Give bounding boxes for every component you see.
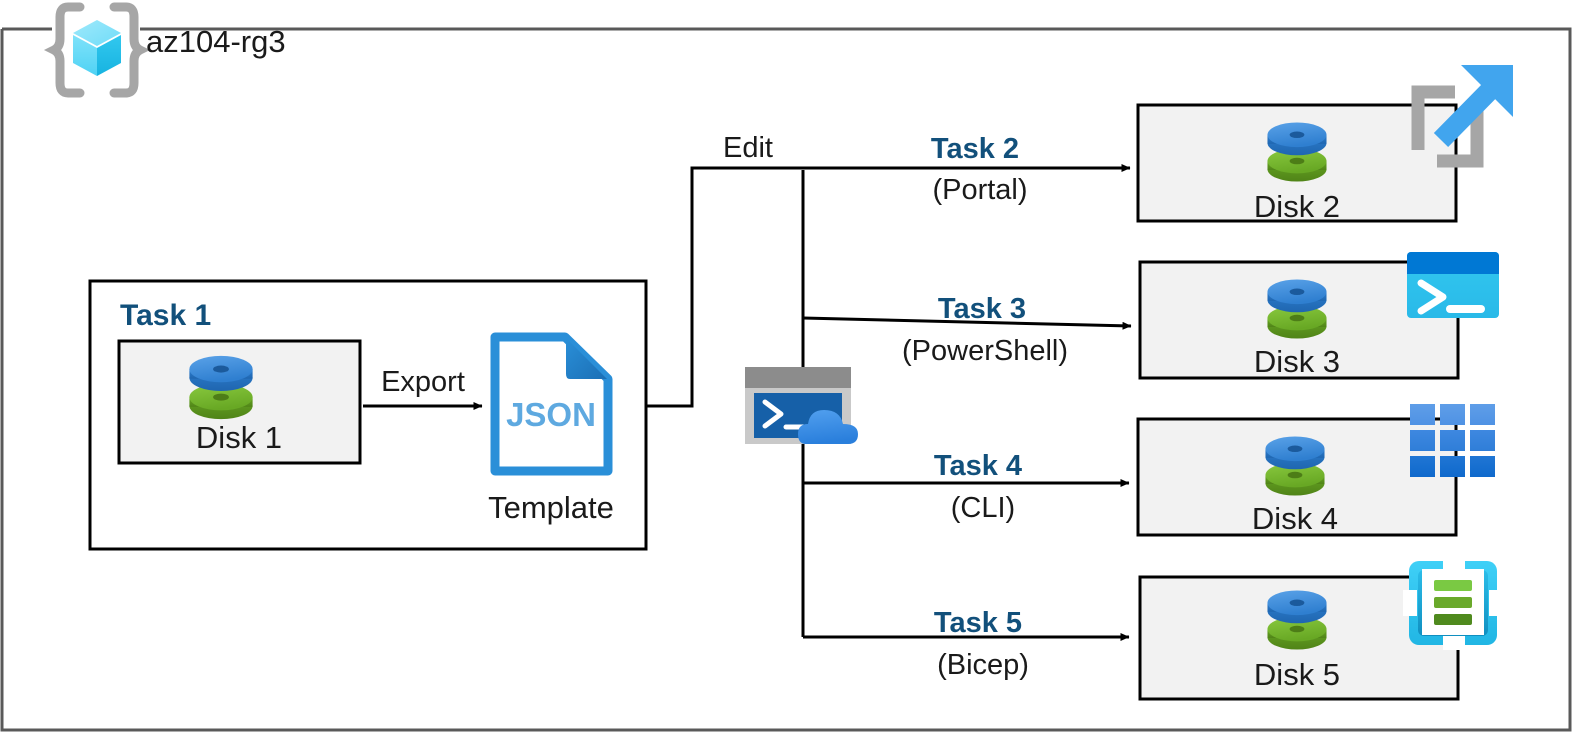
resource-group-container [0,27,1572,732]
task2-method: (Portal) [932,174,1027,206]
disk1-box: Disk 1 [117,339,362,465]
branch-task4: Task 4 (CLI) [803,450,1130,524]
task3-label: Task 3 [938,293,1026,325]
branch-task5: Task 5 (Bicep) [803,607,1130,681]
azure-cli-icon [1410,404,1495,477]
task1-heading: Task 1 [120,299,211,332]
task1-group [88,279,648,551]
task4-label: Task 4 [934,450,1022,482]
disk3-label: Disk 3 [1254,344,1340,379]
disk4-box: Disk 4 [1136,417,1458,537]
task2-label: Task 2 [931,133,1019,165]
bicep-icon [1403,556,1503,650]
task5-label: Task 5 [934,607,1022,639]
edit-label: Edit [723,132,773,164]
powershell-icon [1407,252,1499,318]
json-file-icon: JSON [490,332,613,476]
edit-connector [646,166,1130,637]
branch-task2: Task 2 (Portal) [803,133,1131,206]
disk2-label: Disk 2 [1254,189,1340,224]
task5-method: (Bicep) [937,649,1029,681]
disk2-box: Disk 2 [1136,103,1458,224]
cloud-shell-icon [745,367,858,444]
resource-group-name: az104-rg3 [146,24,286,59]
azure-portal-icon [1411,65,1513,168]
template-caption: Template [488,490,614,525]
branch-task3: Task 3 (PowerShell) [802,293,1132,367]
task3-method: (PowerShell) [902,335,1068,367]
task4-method: (CLI) [951,492,1015,524]
export-label: Export [381,366,465,398]
disk1-label: Disk 1 [196,420,282,455]
disk4-label: Disk 4 [1252,501,1338,536]
resource-group-icon [43,2,151,98]
disk5-label: Disk 5 [1254,657,1340,692]
disk3-box: Disk 3 [1138,260,1460,380]
json-file-text: JSON [506,396,596,433]
